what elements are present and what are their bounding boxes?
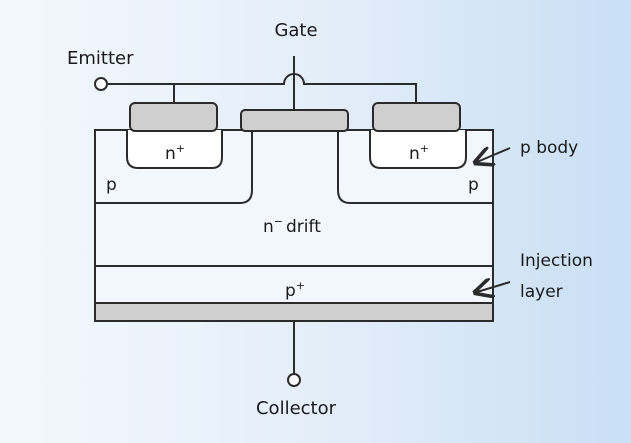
n-drift-base: n <box>263 217 274 237</box>
emitter-contact-right <box>372 102 461 132</box>
n-drift-label: n−drift <box>263 215 321 237</box>
p-plus-label: p+ <box>285 279 305 301</box>
p-body-arrow <box>477 148 511 162</box>
n-plus-right-region <box>369 130 467 169</box>
injection-label-line2: layer <box>520 282 563 302</box>
n-plus-left-sup: + <box>176 142 185 155</box>
collector-label: Collector <box>256 398 337 419</box>
n-drift-word: drift <box>286 217 321 237</box>
injection-label-line1: Injection <box>520 251 593 271</box>
n-drift-sup: − <box>274 215 283 228</box>
n-plus-left-region <box>126 130 223 169</box>
p-body-label: p body <box>520 138 578 158</box>
emitter-terminal <box>94 77 108 91</box>
emitter-label: Emitter <box>67 48 134 69</box>
emitter-contact-left <box>129 102 218 132</box>
p-right-label: p <box>468 175 479 195</box>
collector-metal <box>94 302 494 322</box>
collector-terminal <box>287 373 301 387</box>
p-body-left <box>95 130 253 204</box>
gate-electrode <box>240 109 349 132</box>
p-left-label: p <box>106 175 117 195</box>
p-plus-base: p <box>285 281 296 301</box>
emitter-wire <box>108 73 417 103</box>
p-body-right <box>337 130 493 204</box>
gate-label: Gate <box>274 20 317 41</box>
n-plus-right-sup: + <box>420 142 429 155</box>
p-plus-sup: + <box>296 279 305 292</box>
n-plus-left-base: n <box>165 144 176 164</box>
n-plus-right-base: n <box>409 144 420 164</box>
injection-layer-arrow <box>477 282 511 292</box>
n-plus-right-label: n+ <box>409 142 429 164</box>
n-plus-left-label: n+ <box>165 142 185 164</box>
